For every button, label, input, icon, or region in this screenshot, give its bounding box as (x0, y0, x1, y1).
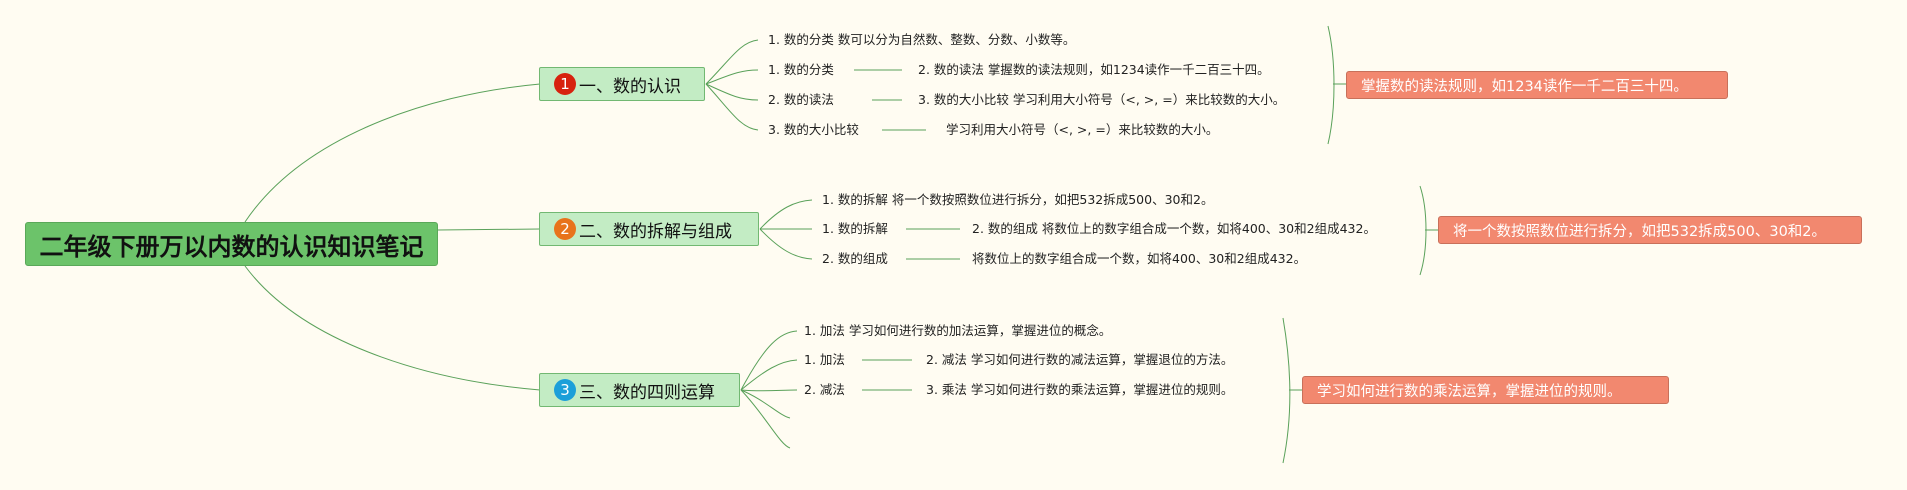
subtopic-decomposition[interactable]: 1. 数的拆解 (822, 221, 888, 236)
branch-arithmetic[interactable]: 3 三、数的四则运算 (539, 373, 740, 407)
subtopic-comparison[interactable]: 3. 数的大小比较 (768, 122, 859, 137)
badge-number-1: 1 (554, 73, 576, 95)
subtopic-decomposition-detail[interactable]: 1. 数的拆解 将一个数按照数位进行拆分，如把532拆成500、30和2。 (822, 192, 1214, 207)
branch-number-recognition[interactable]: 1 一、数的认识 (539, 67, 705, 101)
detail-comparison[interactable]: 3. 数的大小比较 学习利用大小符号（<, >, =）来比较数的大小。 (918, 92, 1286, 107)
detail-composition[interactable]: 2. 数的组成 将数位上的数字组合成一个数，如将400、30和2组成432。 (972, 221, 1376, 236)
subtopic-addition[interactable]: 1. 加法 (804, 352, 845, 367)
root-topic[interactable]: 二年级下册万以内数的认识知识笔记 (25, 222, 438, 266)
summary-text: 将一个数按照数位进行拆分，如把532拆成500、30和2。 (1453, 223, 1827, 240)
subtopic-classification[interactable]: 1. 数的分类 (768, 62, 834, 77)
badge-number-3: 3 (554, 379, 576, 401)
subtopic-reading[interactable]: 2. 数的读法 (768, 92, 834, 107)
subtopic-composition[interactable]: 2. 数的组成 (822, 251, 888, 266)
branch-label: 二、数的拆解与组成 (579, 221, 732, 242)
detail-multiplication[interactable]: 3. 乘法 学习如何进行数的乘法运算，掌握进位的规则。 (926, 382, 1234, 397)
subtopic-classification-detail[interactable]: 1. 数的分类 数可以分为自然数、整数、分数、小数等。 (768, 32, 1076, 47)
detail-composition-note[interactable]: 将数位上的数字组合成一个数，如将400、30和2组成432。 (972, 251, 1307, 266)
summary-number-recognition[interactable]: 掌握数的读法规则，如1234读作一千二百三十四。 (1346, 71, 1728, 99)
summary-text: 掌握数的读法规则，如1234读作一千二百三十四。 (1361, 78, 1688, 95)
branch-label: 三、数的四则运算 (579, 382, 715, 403)
branch-label: 一、数的认识 (579, 76, 681, 97)
summary-arithmetic[interactable]: 学习如何进行数的乘法运算，掌握进位的规则。 (1302, 376, 1669, 404)
summary-text: 学习如何进行数的乘法运算，掌握进位的规则。 (1317, 383, 1622, 400)
detail-comparison-note[interactable]: 学习利用大小符号（<, >, =）来比较数的大小。 (946, 122, 1219, 137)
subtopic-subtraction[interactable]: 2. 减法 (804, 382, 845, 397)
detail-reading[interactable]: 2. 数的读法 掌握数的读法规则，如1234读作一千二百三十四。 (918, 62, 1270, 77)
badge-number-2: 2 (554, 218, 576, 240)
summary-decomposition[interactable]: 将一个数按照数位进行拆分，如把532拆成500、30和2。 (1438, 216, 1862, 244)
detail-subtraction[interactable]: 2. 减法 学习如何进行数的减法运算，掌握退位的方法。 (926, 352, 1234, 367)
root-title: 二年级下册万以内数的认识知识笔记 (39, 232, 424, 261)
subtopic-addition-detail[interactable]: 1. 加法 学习如何进行数的加法运算，掌握进位的概念。 (804, 323, 1112, 338)
branch-decomposition[interactable]: 2 二、数的拆解与组成 (539, 212, 759, 246)
